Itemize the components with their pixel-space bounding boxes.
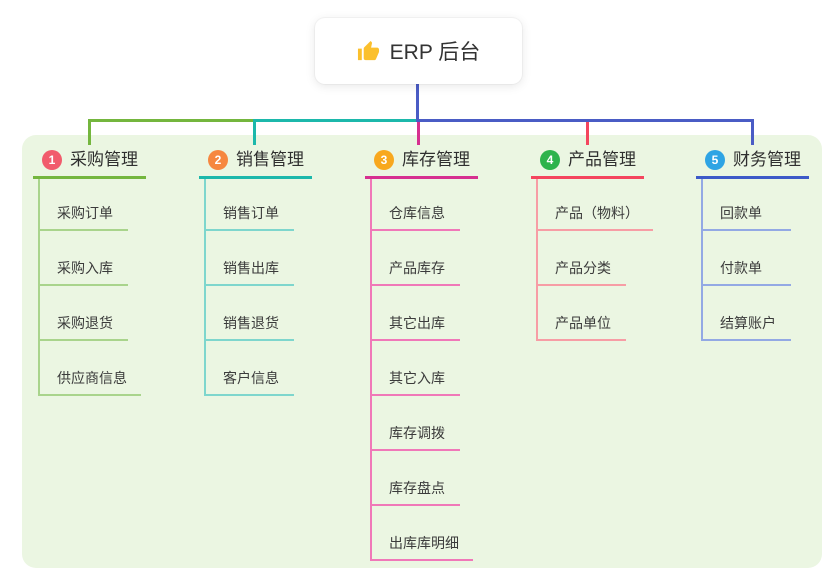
child-node[interactable]: 产品单位 (538, 286, 626, 341)
branch-label: 财务管理 (733, 150, 801, 169)
child-node[interactable]: 库存盘点 (372, 451, 460, 506)
rail-left-green (88, 119, 253, 122)
branch-node[interactable]: 3 库存管理 (365, 147, 478, 179)
rail-left-teal (253, 119, 419, 122)
branch-number-badge: 5 (705, 150, 725, 170)
rail-right-indigo (416, 119, 754, 122)
branch-children: 回款单 付款单 结算账户 (701, 179, 791, 341)
thumbs-up-icon (357, 40, 379, 60)
root-stem-line (416, 84, 419, 122)
branch-number-badge: 2 (208, 150, 228, 170)
child-node[interactable]: 付款单 (703, 231, 791, 286)
branch-2-drop-line (253, 119, 256, 145)
child-node[interactable]: 产品（物料） (538, 179, 653, 231)
child-node[interactable]: 出库库明细 (372, 506, 473, 561)
branch-sales: 2 销售管理 销售订单 销售出库 销售退货 客户信息 (199, 147, 339, 396)
branch-4-drop-line (586, 122, 589, 145)
branches-background-panel (22, 135, 822, 568)
branch-label: 销售管理 (236, 150, 304, 169)
child-node[interactable]: 回款单 (703, 179, 791, 231)
branch-purchase: 1 采购管理 采购订单 采购入库 采购退货 供应商信息 (33, 147, 173, 396)
branch-number-badge: 3 (374, 150, 394, 170)
branch-node[interactable]: 1 采购管理 (33, 147, 146, 179)
child-node[interactable]: 采购订单 (40, 179, 128, 231)
branch-number-badge: 4 (540, 150, 560, 170)
child-node[interactable]: 产品分类 (538, 231, 626, 286)
branch-5-drop-line (751, 119, 754, 145)
branch-node[interactable]: 4 产品管理 (531, 147, 644, 179)
branch-children: 产品（物料） 产品分类 产品单位 (536, 179, 653, 341)
root-title: ERP 后台 (389, 41, 481, 64)
branch-product: 4 产品管理 产品（物料） 产品分类 产品单位 (531, 147, 671, 341)
branch-label: 产品管理 (568, 150, 636, 169)
branch-inventory: 3 库存管理 仓库信息 产品库存 其它出库 其它入库 库存调拨 库存盘点 出库库… (365, 147, 505, 561)
child-node[interactable]: 客户信息 (206, 341, 294, 396)
branch-1-drop-line (88, 119, 91, 145)
child-node[interactable]: 销售订单 (206, 179, 294, 231)
child-node[interactable]: 结算账户 (703, 286, 791, 341)
child-node[interactable]: 库存调拨 (372, 396, 460, 451)
child-node[interactable]: 产品库存 (372, 231, 460, 286)
branch-node[interactable]: 2 销售管理 (199, 147, 312, 179)
branch-label: 库存管理 (402, 150, 470, 169)
branch-children: 仓库信息 产品库存 其它出库 其它入库 库存调拨 库存盘点 出库库明细 (370, 179, 473, 561)
branch-node[interactable]: 5 财务管理 (696, 147, 809, 179)
child-node[interactable]: 供应商信息 (40, 341, 141, 396)
branch-children: 销售订单 销售出库 销售退货 客户信息 (204, 179, 294, 396)
branch-label: 采购管理 (70, 150, 138, 169)
branch-3-drop-line (417, 122, 420, 145)
child-node[interactable]: 销售出库 (206, 231, 294, 286)
branch-children: 采购订单 采购入库 采购退货 供应商信息 (38, 179, 141, 396)
child-node[interactable]: 其它入库 (372, 341, 460, 396)
child-node[interactable]: 采购退货 (40, 286, 128, 341)
branch-finance: 5 财务管理 回款单 付款单 结算账户 (696, 147, 836, 341)
child-node[interactable]: 其它出库 (372, 286, 460, 341)
branch-number-badge: 1 (42, 150, 62, 170)
child-node[interactable]: 采购入库 (40, 231, 128, 286)
child-node[interactable]: 销售退货 (206, 286, 294, 341)
child-node[interactable]: 仓库信息 (372, 179, 460, 231)
root-node[interactable]: ERP 后台 (315, 18, 522, 84)
